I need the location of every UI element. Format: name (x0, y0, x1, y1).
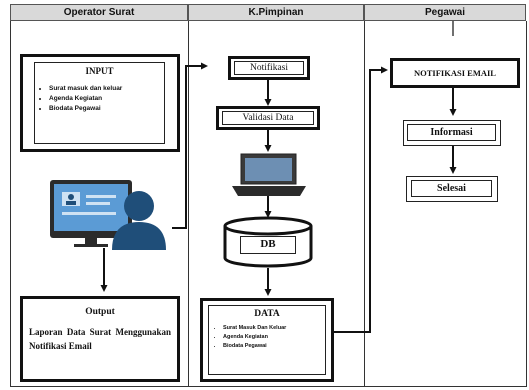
data-item: Biodata Pegawai (223, 342, 325, 351)
informasi-label: Informasi (407, 124, 496, 141)
lane-header-pimpinan: K.Pimpinan (188, 4, 364, 21)
lane-header-pegawai: Pegawai (364, 4, 526, 21)
notifikasi-label: Notifikasi (234, 61, 304, 75)
data-list: Surat Masuk Dan Keluar Agenda Kegiatan B… (209, 324, 325, 351)
selesai-box: Selesai (406, 176, 498, 202)
data-item: Agenda Kegiatan (223, 333, 325, 342)
input-box: INPUT Surat masuk dan keluar Agenda Kegi… (20, 54, 180, 152)
input-inner-box: INPUT Surat masuk dan keluar Agenda Kegi… (34, 62, 165, 144)
notifikasi-box: Notifikasi (228, 56, 310, 80)
input-title: INPUT (85, 66, 114, 76)
arrow-data-to-notifikasi-email (334, 66, 388, 333)
selesai-label: Selesai (411, 180, 492, 197)
lane-divider-2 (364, 21, 365, 387)
lane-border-left (10, 21, 11, 387)
user-computer-icon (50, 180, 166, 250)
output-title: Output (85, 307, 115, 317)
output-box: Output Laporan Data Surat Menggunakan No… (20, 296, 180, 382)
data-box: DATA Surat Masuk Dan Keluar Agenda Kegia… (200, 298, 334, 382)
input-item: Agenda Kegiatan (49, 94, 164, 104)
informasi-box: Informasi (403, 120, 501, 146)
notifikasi-email-box: NOTIFIKASI EMAIL (390, 58, 520, 88)
output-text: Laporan Data Surat Menggunakan Notifikas… (29, 327, 171, 351)
laptop-icon (232, 153, 306, 196)
validasi-data-box: Validasi Data (216, 106, 320, 130)
lane-divider-1 (188, 21, 189, 387)
input-list: Surat masuk dan keluar Agenda Kegiatan B… (35, 84, 164, 114)
db-label: DB (240, 236, 296, 254)
lane-border-bottom (10, 386, 527, 387)
lane-header-operator: Operator Surat (10, 4, 188, 21)
data-inner-box: DATA Surat Masuk Dan Keluar Agenda Kegia… (208, 305, 326, 375)
data-item: Surat Masuk Dan Keluar (223, 324, 325, 333)
lane-border-right (526, 21, 527, 387)
input-item: Biodata Pegawai (49, 104, 164, 114)
input-item: Surat masuk dan keluar (49, 84, 164, 94)
data-title: DATA (254, 309, 280, 319)
arrow-user-to-notifikasi (172, 62, 208, 229)
notifikasi-email-label: NOTIFIKASI EMAIL (414, 68, 496, 78)
validasi-data-label: Validasi Data (222, 111, 314, 125)
